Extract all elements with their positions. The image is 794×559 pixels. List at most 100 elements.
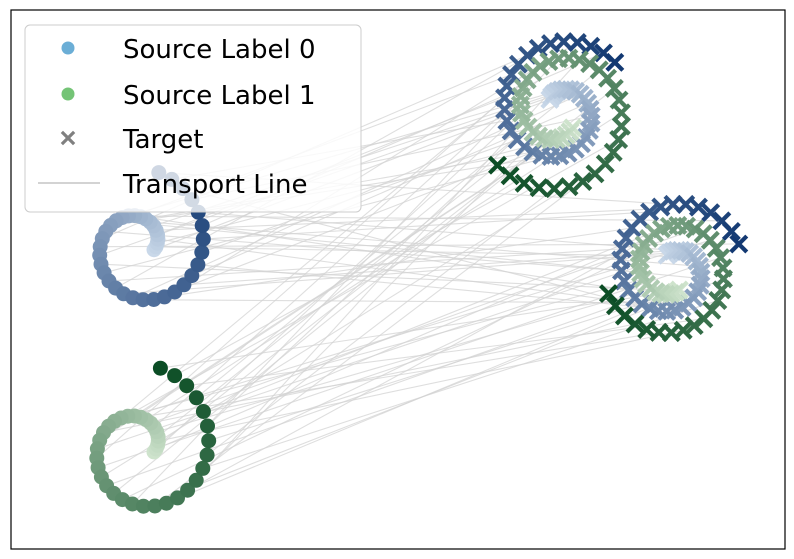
legend: Source Label 0 Source Label 1 Target Tra… bbox=[24, 24, 362, 213]
transport-line bbox=[145, 112, 622, 421]
target-point-label-0 bbox=[619, 280, 639, 300]
target-point-label-1 bbox=[708, 291, 728, 310]
target-point-label-0 bbox=[640, 202, 660, 222]
target-point-label-1 bbox=[637, 320, 657, 339]
transport-line bbox=[105, 230, 622, 272]
target-point-label-1 bbox=[599, 284, 618, 304]
legend-label-transport-line: Transport Line bbox=[122, 170, 307, 200]
target-point-label-0 bbox=[663, 194, 683, 214]
transport-line bbox=[206, 188, 555, 456]
target-point-label-1 bbox=[598, 68, 618, 88]
source-point-label-1 bbox=[158, 495, 174, 511]
transport-line bbox=[153, 151, 534, 301]
target-point-label-1 bbox=[706, 238, 726, 258]
target-point-label-0 bbox=[523, 142, 543, 162]
legend-item-source-label-0: Source Label 0 bbox=[61, 35, 316, 65]
transport-line bbox=[156, 288, 651, 433]
target-point-label-1 bbox=[603, 142, 623, 162]
source-point-label-1 bbox=[147, 498, 163, 514]
target-point-label-1 bbox=[529, 178, 549, 198]
transport-line bbox=[158, 329, 684, 442]
target-point-label-1 bbox=[661, 323, 681, 343]
legend-label-source-0: Source Label 0 bbox=[123, 35, 316, 65]
transport-line bbox=[177, 135, 539, 499]
target-point-label-1 bbox=[488, 155, 507, 175]
legend-marker-source-1 bbox=[61, 87, 75, 101]
source-point-label-1 bbox=[200, 418, 215, 434]
transport-line bbox=[155, 224, 679, 450]
source-point-label-0 bbox=[194, 244, 210, 260]
target-point-label-0 bbox=[502, 65, 521, 85]
source-point-label-0 bbox=[190, 257, 206, 273]
target-point-label-1 bbox=[609, 130, 629, 149]
target-point-label-0 bbox=[640, 298, 660, 318]
target-point-label-0 bbox=[688, 197, 708, 217]
legend-item-transport-line: Transport Line bbox=[38, 170, 307, 200]
transport-line bbox=[113, 139, 551, 494]
source-point-label-1 bbox=[195, 404, 211, 419]
transport-line bbox=[154, 181, 584, 507]
legend-item-target: Target bbox=[60, 125, 203, 155]
transport-line bbox=[96, 65, 541, 459]
target-point-label-0 bbox=[729, 234, 749, 254]
source-point-label-0 bbox=[195, 231, 211, 247]
source-point-label-0 bbox=[135, 292, 151, 308]
transport-line bbox=[198, 211, 686, 252]
transport-line bbox=[123, 252, 670, 295]
legend-marker-source-0 bbox=[61, 41, 75, 55]
target-point-label-0 bbox=[605, 52, 625, 72]
transport-line bbox=[186, 318, 704, 387]
transport-line bbox=[160, 292, 661, 369]
transport-line bbox=[103, 323, 636, 434]
target-point-label-0 bbox=[671, 240, 691, 260]
target-point-label-1 bbox=[559, 177, 579, 197]
target-point-label-1 bbox=[530, 56, 550, 76]
legend-box bbox=[24, 24, 362, 213]
transport-line bbox=[203, 228, 662, 413]
target-point-label-1 bbox=[604, 78, 624, 98]
source-point-label-1 bbox=[135, 498, 151, 514]
target-point-label-1 bbox=[580, 54, 600, 74]
transport-line bbox=[208, 293, 672, 442]
target-point-label-0 bbox=[497, 76, 517, 96]
source-point-label-1 bbox=[188, 472, 204, 488]
transport-line bbox=[101, 163, 606, 478]
source-point-label-1 bbox=[167, 368, 183, 384]
source-point-label-1 bbox=[152, 360, 168, 376]
source-point-label-0 bbox=[194, 218, 210, 234]
target-point-label-1 bbox=[685, 219, 705, 239]
target-point-label-0 bbox=[721, 221, 741, 241]
source-point-label-1 bbox=[179, 378, 195, 394]
source-point-label-1 bbox=[188, 390, 204, 406]
transport-line bbox=[195, 59, 580, 481]
legend-label-source-1: Source Label 1 bbox=[123, 81, 316, 111]
target-point-label-0 bbox=[567, 33, 587, 52]
source-point-label-1 bbox=[199, 447, 215, 463]
target-point-label-1 bbox=[605, 296, 625, 316]
transport-line bbox=[153, 96, 522, 428]
transport-line bbox=[128, 215, 722, 222]
target-point-label-0 bbox=[554, 32, 574, 52]
target-point-label-1 bbox=[585, 164, 605, 184]
target-point-label-1 bbox=[611, 116, 631, 136]
transport-line bbox=[174, 182, 525, 377]
transport-line bbox=[97, 265, 640, 450]
target-point-label-1 bbox=[612, 103, 631, 123]
transport-line bbox=[127, 278, 644, 417]
transport-line bbox=[150, 221, 700, 267]
transport-line bbox=[197, 264, 675, 311]
source-point-label-1 bbox=[201, 433, 217, 449]
source-point-label-1 bbox=[195, 460, 211, 476]
target-point-label-0 bbox=[495, 100, 515, 119]
target-point-label-1 bbox=[514, 173, 534, 193]
target-point-label-1 bbox=[513, 78, 533, 98]
legend-item-source-label-1: Source Label 1 bbox=[61, 81, 316, 111]
transport-line bbox=[120, 79, 528, 419]
legend-marker-target bbox=[60, 130, 76, 146]
target-point-label-1 bbox=[573, 172, 593, 191]
source-point-label-1 bbox=[180, 482, 196, 498]
source-point-label-0 bbox=[184, 268, 200, 284]
target-point-label-0 bbox=[616, 228, 636, 248]
target-point-label-1 bbox=[544, 179, 564, 199]
